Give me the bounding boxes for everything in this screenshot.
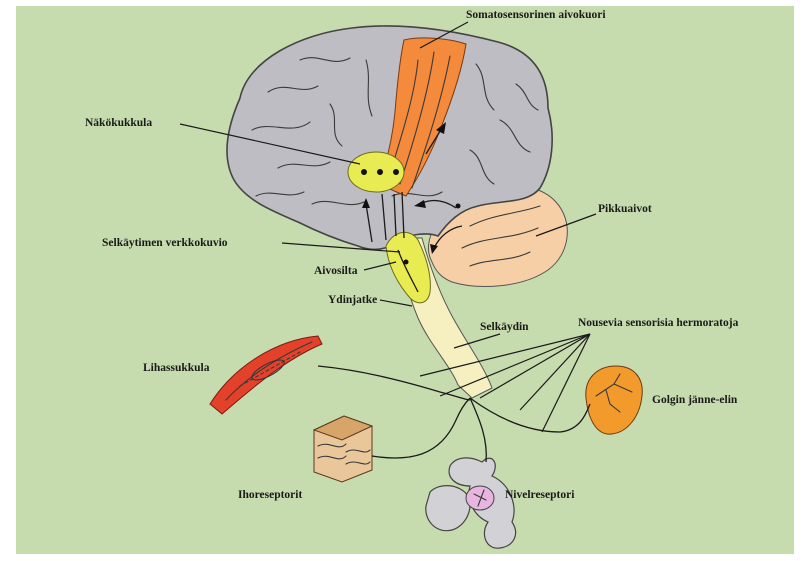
- label-somatosensory-cortex: Somatosensorinen aivokuori: [466, 9, 606, 21]
- label-muscle-spindle: Lihassukkula: [143, 362, 210, 374]
- thalamus-node: [377, 169, 383, 175]
- label-spinal-cord: Selkäydin: [480, 321, 529, 333]
- label-joint-receptor: Nivelreseptori: [505, 489, 575, 501]
- thalamus-node: [361, 169, 367, 175]
- label-ascending-tracts: Nousevia sensorisia hermoratoja: [578, 317, 739, 329]
- label-golgi-tendon-organ: Golgin jänne-elin: [652, 394, 738, 406]
- skin-receptor-block: [314, 416, 372, 482]
- label-skin-receptors: Ihoreseptorit: [238, 489, 302, 501]
- brainstem-node: [404, 260, 409, 265]
- label-medulla: Ydinjatke: [328, 294, 377, 306]
- label-thalamus: Näkökukkula: [85, 117, 152, 129]
- label-pons: Aivosilta: [314, 265, 358, 277]
- thalamus-node: [393, 169, 399, 175]
- label-reticular-formation: Selkäytimen verkkokuvio: [102, 237, 228, 249]
- label-cerebellum: Pikkuaivot: [598, 203, 652, 215]
